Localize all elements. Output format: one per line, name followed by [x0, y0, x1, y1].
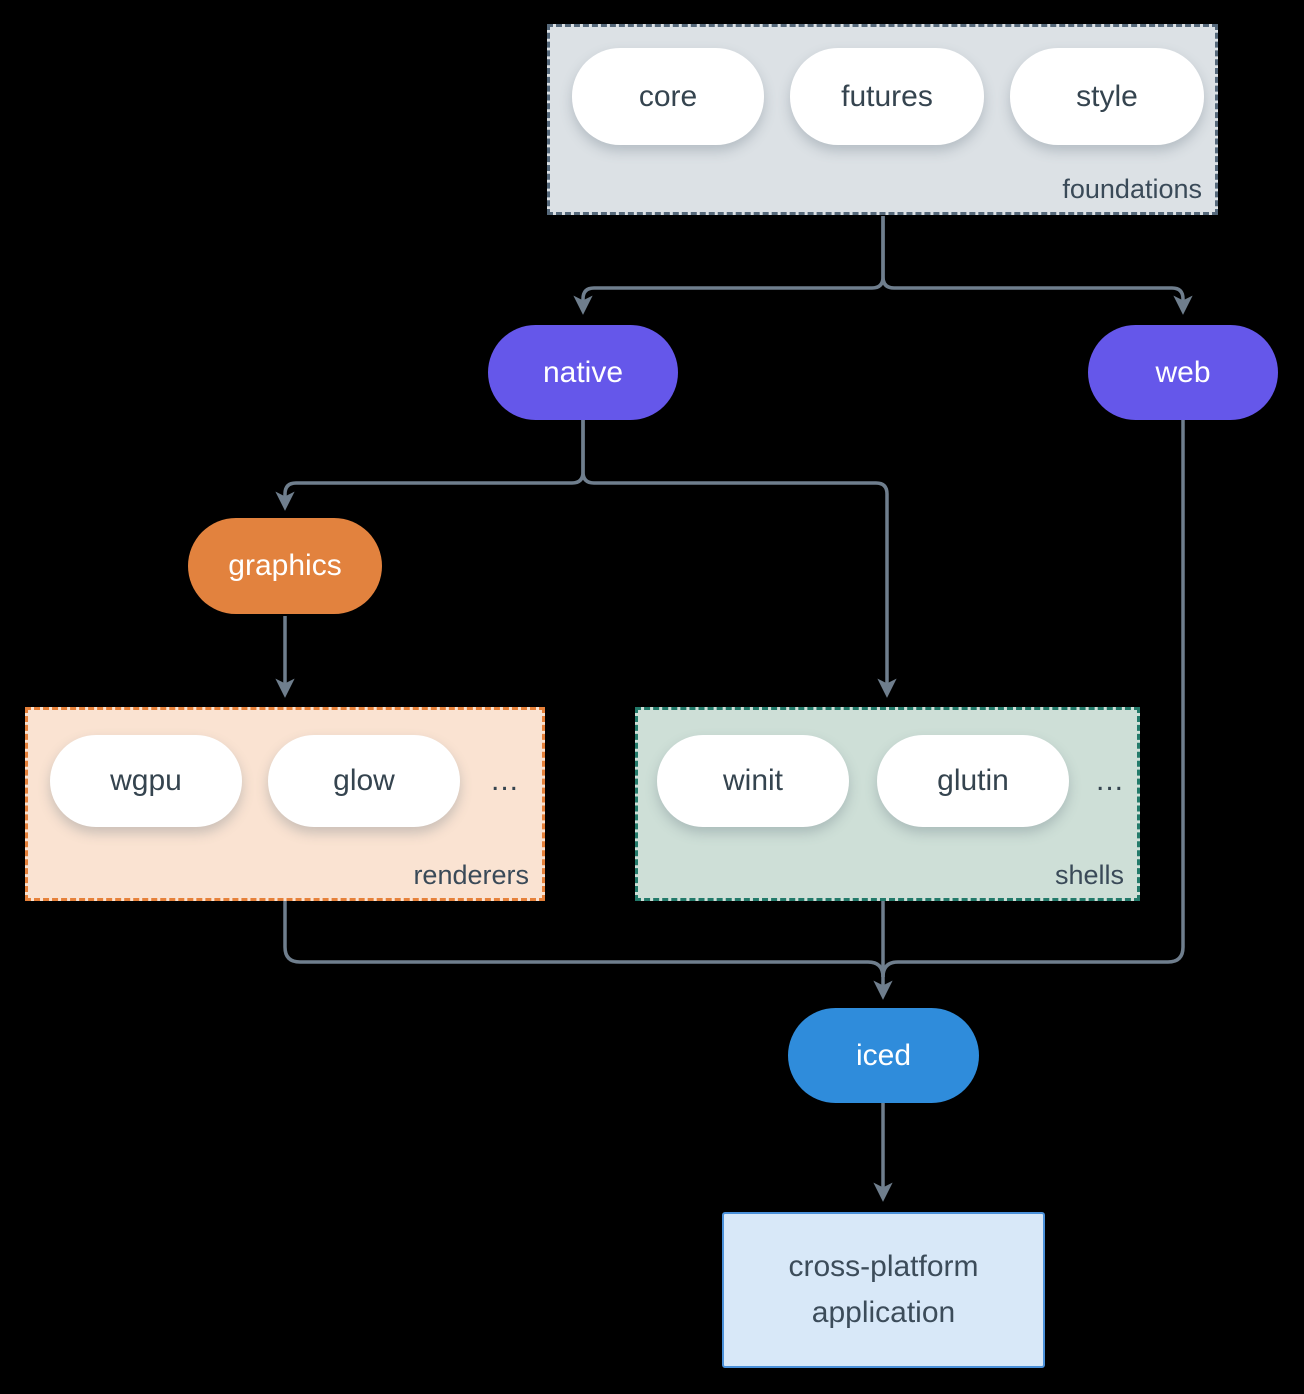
- node-core: core: [572, 48, 764, 145]
- renderers-ellipsis: ...: [490, 764, 519, 797]
- group-label-renderers: renderers: [413, 860, 529, 890]
- node-graphics: graphics: [188, 518, 382, 614]
- node-glutin: glutin: [877, 735, 1069, 827]
- edge-renderers-iced: [283, 901, 885, 978]
- node-futures: futures: [790, 48, 984, 145]
- node-style: style: [1010, 48, 1204, 145]
- node-cross-platform-application: cross-platform application: [722, 1212, 1045, 1368]
- shells-ellipsis: ...: [1095, 764, 1124, 797]
- edge-native-graphics: [275, 420, 585, 511]
- edge-foundations-native: [573, 216, 885, 315]
- node-web: web: [1088, 325, 1278, 420]
- edge-foundations-web: [881, 216, 1193, 315]
- edge-native-shells: [581, 420, 897, 698]
- node-wgpu: wgpu: [50, 735, 242, 827]
- node-iced: iced: [788, 1008, 979, 1103]
- group-label-shells: shells: [1054, 860, 1124, 890]
- group-label-foundations: foundations: [1062, 174, 1202, 204]
- node-native: native: [488, 325, 678, 420]
- node-glow: glow: [268, 735, 460, 827]
- node-winit: winit: [657, 735, 849, 827]
